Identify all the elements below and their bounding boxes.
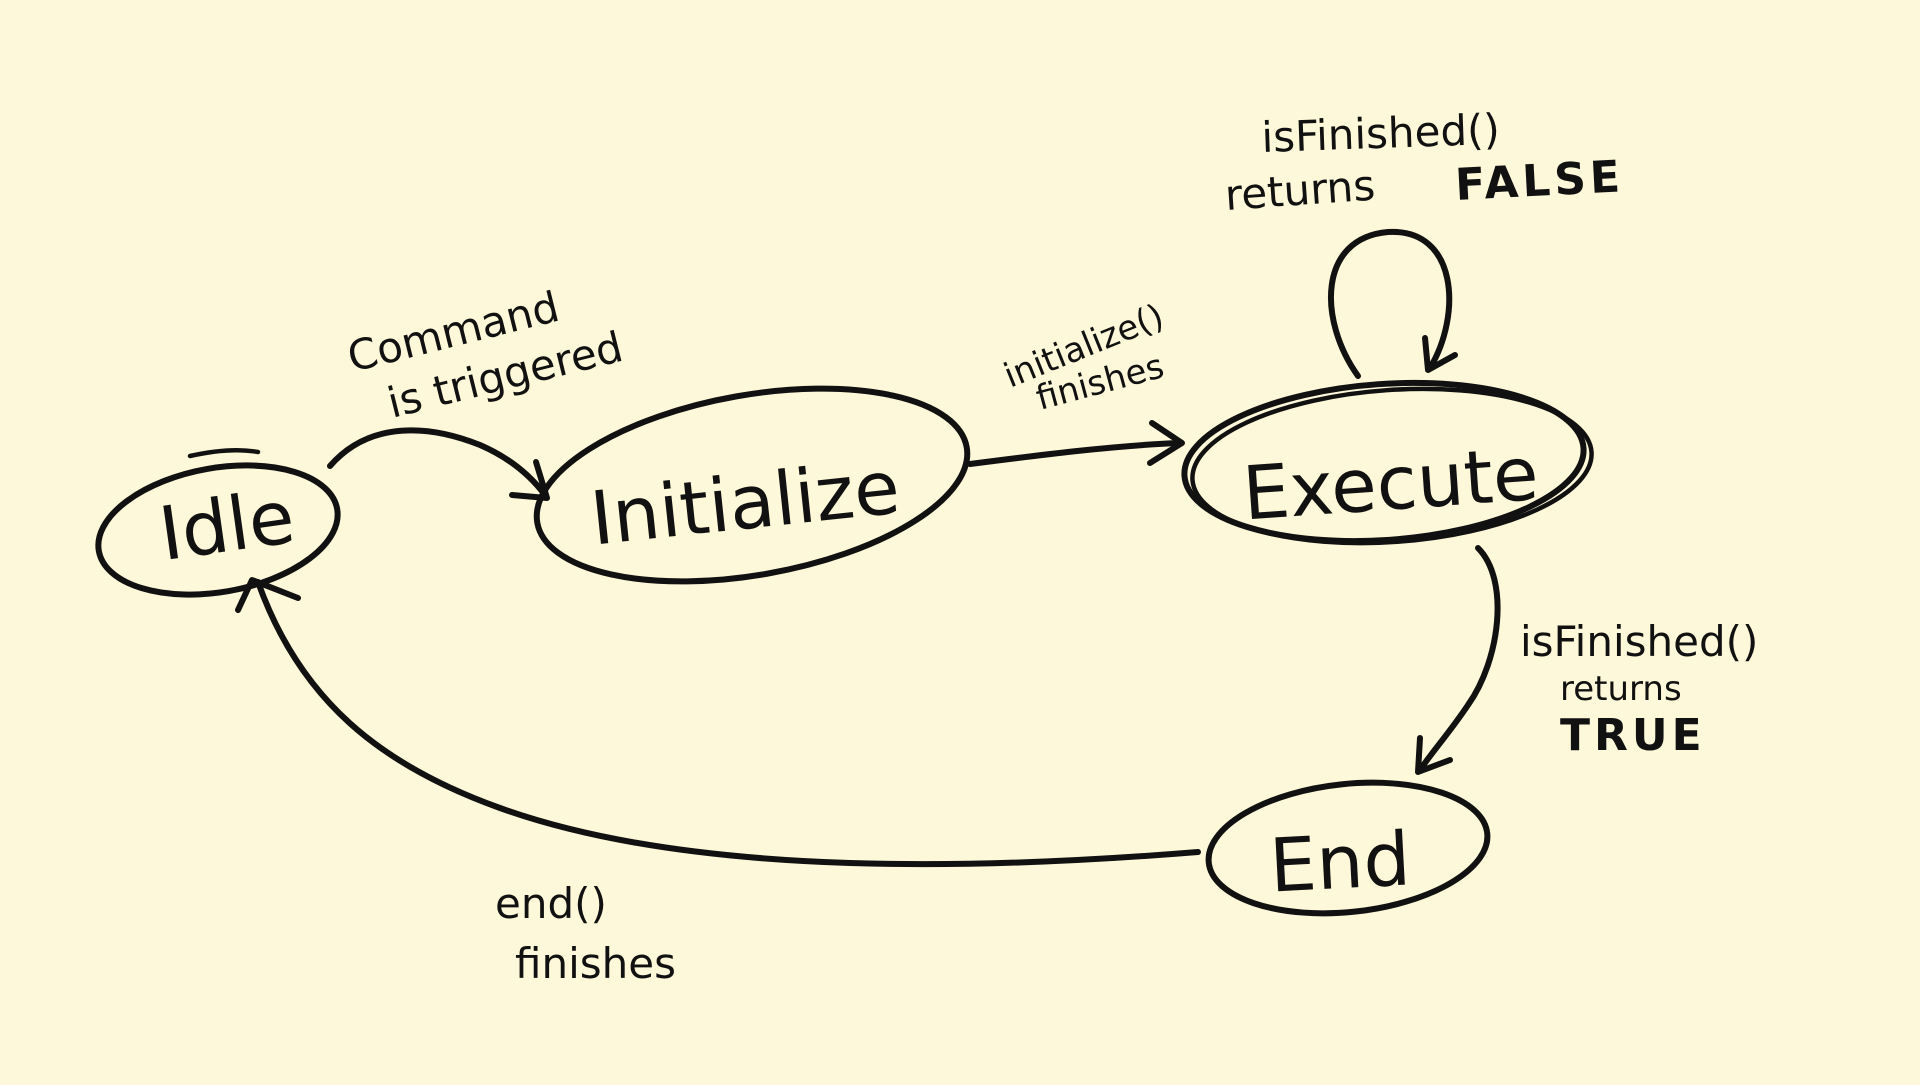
- arrowhead-execute-to-end: [1415, 735, 1453, 775]
- arrow-execute-to-end: [1417, 545, 1501, 773]
- label-execute-to-end-line3: TRUE: [1560, 710, 1706, 761]
- state-execute-outline: [1181, 379, 1587, 545]
- arrowhead-idle-to-initialize: [509, 459, 550, 501]
- label-end-to-idle-line1: end(): [495, 879, 607, 928]
- label-execute-self-line2: returns: [1223, 161, 1376, 220]
- label-execute-self-line1: isFinished(): [1261, 105, 1501, 162]
- transition-initialize-to-execute: initialize() finishes: [967, 296, 1185, 467]
- state-execute-label: Execute: [1240, 431, 1541, 537]
- state-idle-label: Idle: [154, 474, 300, 578]
- transition-execute-to-end: isFinished() returns TRUE: [1415, 545, 1758, 775]
- label-execute-to-end-line2: returns: [1560, 669, 1682, 709]
- transition-end-to-idle: end() finishes: [235, 577, 1201, 988]
- state-idle-outline-stroke: [187, 447, 261, 459]
- transition-execute-self: isFinished() returns FALSE: [1223, 105, 1625, 379]
- arrowhead-initialize-to-execute: [1147, 420, 1185, 466]
- arrowhead-end-to-idle: [235, 577, 301, 613]
- state-initialize: Initialize: [533, 385, 971, 585]
- state-initialize-outline: [533, 385, 971, 585]
- transition-idle-to-initialize: Command is triggered: [327, 282, 628, 501]
- state-initialize-label: Initialize: [587, 445, 904, 563]
- state-end-label: End: [1267, 816, 1412, 909]
- arrow-initialize-to-execute: [967, 440, 1181, 467]
- state-idle: Idle: [95, 447, 341, 598]
- arrow-end-to-idle: [255, 579, 1201, 868]
- arrowhead-execute-self-loop: [1422, 335, 1458, 373]
- label-end-to-idle-line2: finishes: [515, 939, 676, 988]
- state-execute-outline-double: [1190, 386, 1594, 546]
- state-execute: Execute: [1181, 379, 1594, 546]
- arrow-idle-to-initialize: [327, 427, 548, 498]
- state-idle-outline: [95, 462, 341, 598]
- arrow-execute-self-loop: [1328, 228, 1453, 379]
- state-end: End: [1205, 779, 1491, 917]
- label-execute-to-end-line1: isFinished(): [1520, 617, 1758, 666]
- label-execute-self-line3: FALSE: [1454, 151, 1625, 211]
- state-end-outline: [1205, 779, 1491, 917]
